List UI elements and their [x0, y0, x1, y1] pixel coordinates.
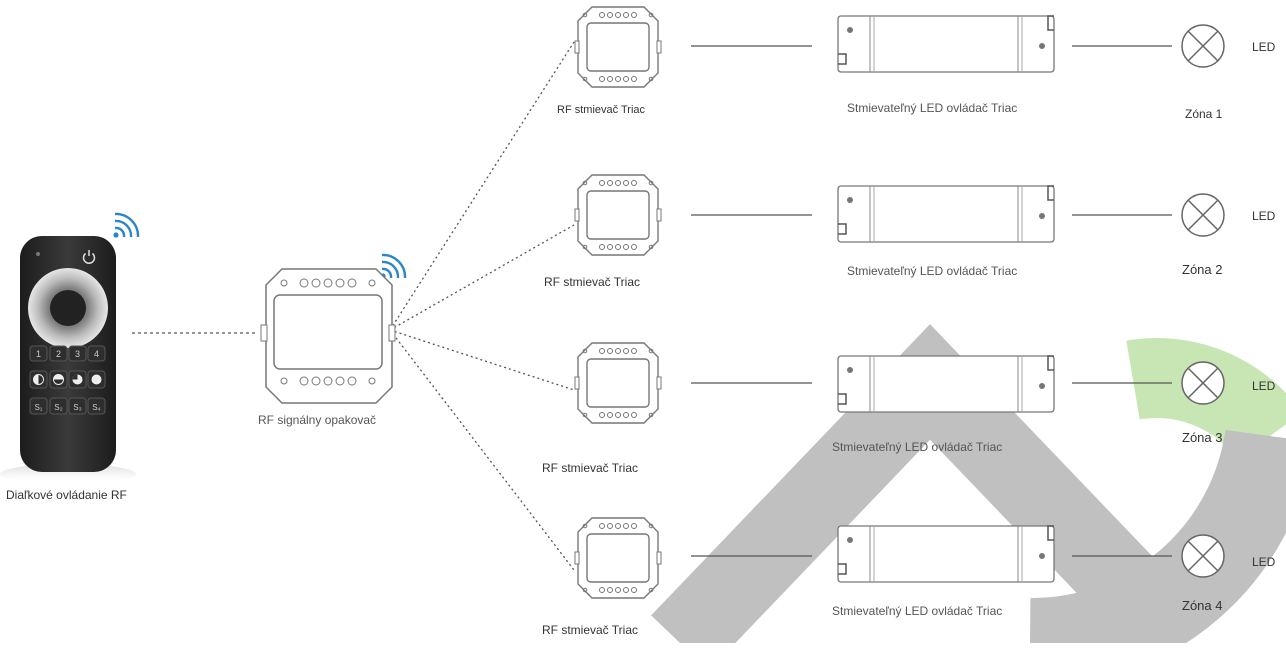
led-label-2: LED: [1252, 209, 1276, 223]
zone-label-4: Zóna 4: [1182, 598, 1223, 613]
rf-triac-dimmer-4: [574, 517, 662, 599]
wifi-signal-icon: [113, 212, 140, 238]
dimmer-label-4: RF stmievač Triac: [542, 623, 639, 637]
brightness-buttons: [29, 370, 106, 389]
dotted-link-zone-1: [389, 41, 575, 331]
color-wheel: [28, 268, 108, 348]
remote-scene-3: S₃: [73, 403, 82, 412]
zone-label-1: Zóna 1: [1185, 107, 1223, 121]
rf-remote: 1 2 3 4 S₁ S₂ S₃ S₄: [0, 236, 136, 484]
wifi-signal-icon: [380, 253, 407, 279]
rf-triac-dimmer-1: [574, 6, 662, 88]
driver-label-4: Stmievateľný LED ovládač Triac: [832, 604, 1003, 618]
zone-label-2: Zóna 2: [1182, 262, 1223, 277]
dotted-link-zone-2: [389, 224, 575, 331]
rf-triac-dimmer-3: [574, 342, 662, 424]
led-label-4: LED: [1252, 555, 1276, 569]
scene-buttons: S₁ S₂ S₃ S₄: [29, 397, 106, 415]
driver-label-2: Stmievateľný LED ovládač Triac: [847, 264, 1018, 278]
led-lamp-icon-2: [1181, 193, 1225, 237]
led-driver-2: [837, 185, 1055, 243]
remote-scene-1: S₁: [34, 403, 42, 412]
zone-label-3: Zóna 3: [1182, 430, 1223, 445]
led-label-1: LED: [1252, 40, 1276, 54]
led-lamp-icon-4: [1181, 534, 1225, 578]
led-lamp-icon-3: [1181, 361, 1225, 405]
led-label-3: LED: [1252, 379, 1276, 393]
repeater-label: RF signálny opakovač: [258, 413, 377, 427]
dotted-link-zone-4: [389, 329, 575, 571]
dimmer-label-1: RF stmievač Triac: [557, 104, 646, 116]
rf-triac-dimmer-2: [574, 174, 662, 256]
remote-btn-4: 4: [94, 349, 99, 359]
dimmer-label-2: RF stmievač Triac: [544, 275, 641, 289]
remote-label: Diaľkové ovládanie RF: [6, 488, 127, 502]
led-driver-1: [837, 15, 1055, 73]
remote-btn-3: 3: [75, 349, 80, 359]
zone-buttons: 1 2 3 4: [29, 345, 106, 362]
led-driver-3: [837, 355, 1055, 413]
watermark-arc: [1029, 428, 1286, 648]
connections: [132, 41, 1172, 571]
driver-label-1: Stmievateľný LED ovládač Triac: [847, 101, 1018, 115]
remote-scene-2: S₂: [54, 403, 62, 412]
led-lamp-icon-1: [1181, 24, 1225, 68]
rf-repeater: [260, 268, 396, 404]
driver-label-3: Stmievateľný LED ovládač Triac: [832, 440, 1003, 454]
dimmer-label-3: RF stmievač Triac: [542, 461, 639, 475]
remote-btn-1: 1: [36, 349, 41, 359]
remote-scene-4: S₄: [92, 403, 101, 412]
power-icon: [82, 250, 96, 264]
dotted-link-zone-3: [389, 329, 575, 391]
led-driver-4: [837, 525, 1055, 583]
remote-btn-2: 2: [56, 349, 61, 359]
